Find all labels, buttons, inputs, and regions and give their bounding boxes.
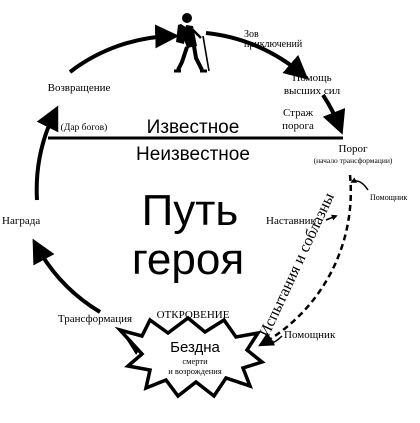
stage-help-line1: Помощь: [292, 72, 331, 84]
stage-threshold-note: (начало трансформации): [314, 156, 393, 165]
stage-guardian-line1: Страж: [283, 107, 314, 119]
stage-helper-bottom: Помощник: [284, 329, 336, 341]
stage-helper-top: Помощник: [370, 193, 407, 202]
stage-reward: Награда: [2, 215, 40, 227]
stage-abyss-line3: и возрождения: [168, 366, 222, 376]
stage-help-line2: высших сил: [284, 85, 341, 97]
stage-threshold: Порог: [339, 143, 368, 155]
unknown-label: Неизвестное: [136, 144, 250, 165]
stage-guardian-line2: порога: [282, 120, 314, 132]
stage-abyss-line2: смерти: [182, 356, 208, 366]
arc-return-to-call: [68, 24, 180, 74]
helper-bottom-arrow: [268, 335, 283, 346]
title-line1: Путь: [142, 186, 239, 235]
arc-threshold-to-abyss: [258, 174, 352, 347]
abyss-burst-icon: [114, 315, 266, 399]
arc-transformation-to-reward: [32, 238, 102, 314]
stage-transformation: Трансформация: [58, 313, 132, 325]
stage-call-line2: приключений: [244, 39, 303, 50]
stage-return: Возвращение: [48, 82, 111, 94]
stage-revelation: ОТКРОВЕНИЕ: [157, 309, 230, 321]
mentor-arrow: [325, 214, 338, 221]
title-line2: героя: [132, 235, 244, 284]
stage-gift: (Дар богов): [61, 122, 108, 133]
stage-trials: Испытания и соблазны: [256, 190, 338, 340]
arc-reward-to-return: [34, 105, 59, 201]
known-label: Известное: [147, 117, 240, 138]
helper-top-arrow: [350, 177, 369, 191]
stage-call-line1: Зов: [244, 29, 259, 40]
stage-abyss-line1: Бездна: [170, 339, 220, 356]
arc-help-to-threshold: [321, 93, 346, 135]
hiker-icon: [174, 13, 210, 73]
arc-call-to-help: [205, 31, 309, 80]
stage-mentor: Наставник: [266, 215, 316, 227]
